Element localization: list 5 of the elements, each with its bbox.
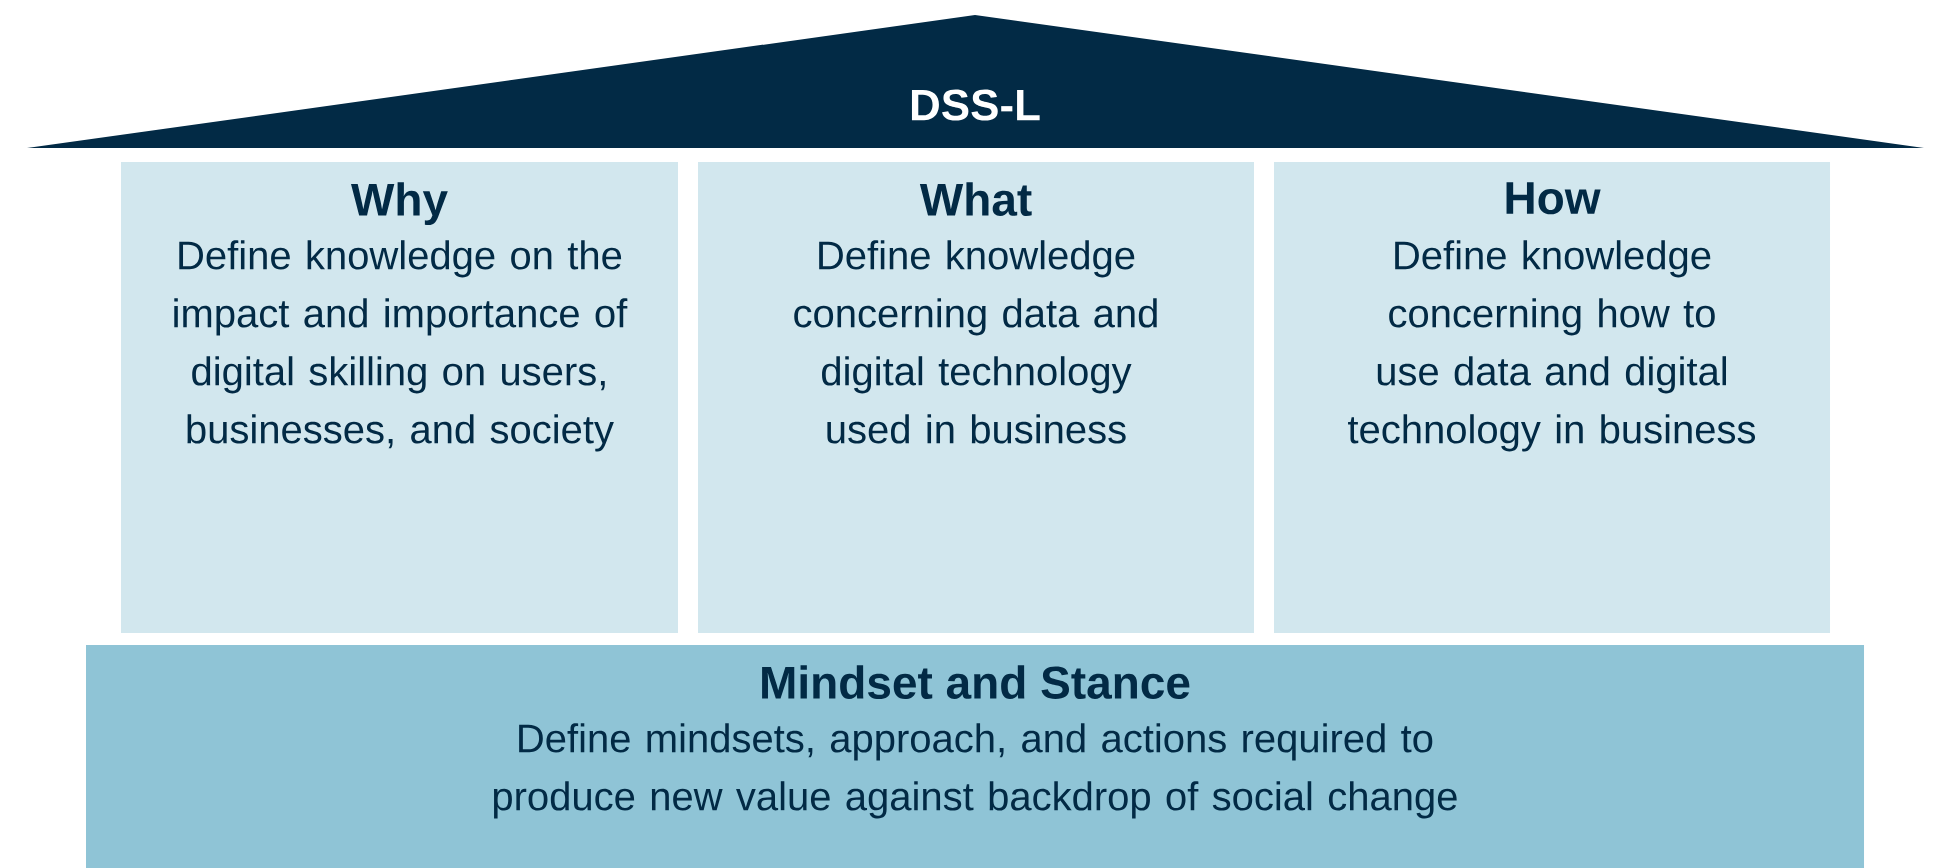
pillar-box: Why Define knowledge on the impact and importance of digital skilling on users, businesses, and society [121, 162, 678, 633]
pillar-box: How Define knowledge concerning how to use data and digital technology in business [1274, 162, 1830, 633]
roof-triangle: DSS-L [27, 15, 1924, 148]
foundation-box: Mindset and Stance Define mindsets, approach, and actions required to produce new value against backdrop of social change [86, 645, 1864, 868]
pillar-box: What Define knowledge concerning data and digital technology used in business [698, 162, 1254, 633]
